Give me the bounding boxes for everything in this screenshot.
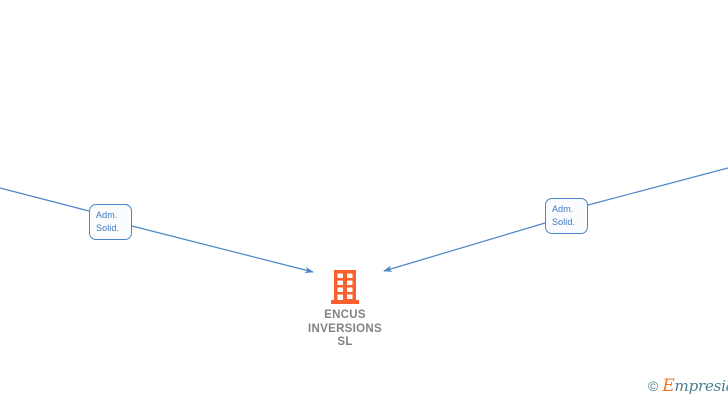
edge-right-source-to-label: [587, 167, 728, 206]
edge-left-source-to-label: [0, 187, 90, 212]
company-name-label: ENCUS INVERSIONS SL: [308, 309, 382, 348]
relationship-label-left-line2: Solid.: [96, 223, 120, 233]
relationship-label-left-line1: Adm.: [96, 210, 118, 220]
copyright-icon: ©: [648, 378, 659, 394]
edge-left-label-to-company: [131, 225, 314, 274]
relationship-label-right[interactable]: Adm. Solid.: [545, 198, 588, 234]
brand-name-rest: mpresia: [674, 376, 728, 395]
company-node[interactable]: ENCUS INVERSIONS SL: [281, 270, 409, 350]
brand-name: Empresia: [662, 375, 728, 396]
brand-initial: E: [662, 375, 675, 396]
relationship-label-left[interactable]: Adm. Solid.: [89, 204, 132, 240]
office-building-icon: [331, 270, 359, 304]
relationship-label-right-line1: Adm.: [552, 204, 574, 214]
edge-right-label-to-company: [383, 222, 546, 272]
relationship-label-right-line2: Solid.: [552, 217, 576, 227]
empresia-watermark: © Empresia: [648, 374, 728, 398]
